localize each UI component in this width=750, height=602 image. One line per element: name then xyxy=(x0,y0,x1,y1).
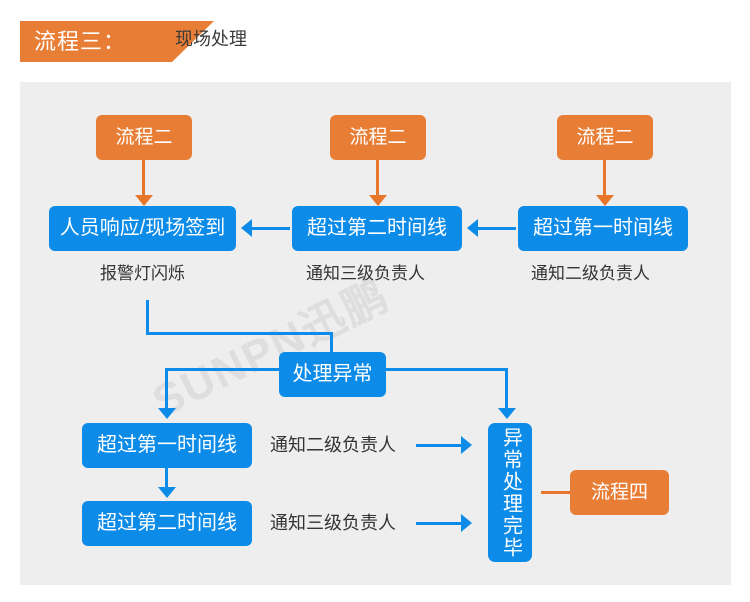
node-process-four[interactable]: 流程四 xyxy=(570,470,669,515)
connector-branch-right-vertical xyxy=(505,368,508,411)
connector-arrow-line xyxy=(142,160,145,197)
node-process-two-right[interactable]: 流程二 xyxy=(557,115,653,160)
connector-arrow-head xyxy=(158,408,176,419)
connector-branch-left-vertical xyxy=(165,368,168,411)
connector-arrow-head xyxy=(369,195,387,206)
node-exception-handling-complete[interactable]: 异常处理完毕 xyxy=(488,423,532,562)
header-banner-label: 流程三： xyxy=(34,28,127,54)
caption-notify-level-three-top: 通知三级负责人 xyxy=(306,264,425,283)
connector-elbow-vertical xyxy=(146,300,149,335)
caption-notify-level-two-top: 通知二级负责人 xyxy=(531,264,650,283)
connector-elbow-down xyxy=(330,332,333,359)
connector-elbow-horizontal xyxy=(146,332,333,335)
node-label: 流程二 xyxy=(576,126,634,148)
caption-alarm-light: 报警灯闪烁 xyxy=(100,264,185,283)
node-exceed-first-timeline-top[interactable]: 超过第一时间线 xyxy=(518,206,688,251)
caption-notify-level-two-bottom: 通知二级负责人 xyxy=(270,435,396,455)
connector-arrow-head xyxy=(498,408,516,419)
connector-arrow-line xyxy=(165,468,168,490)
connector-arrow-head xyxy=(461,514,472,532)
connector-arrow-head xyxy=(158,487,176,498)
connector-arrow-head xyxy=(461,436,472,454)
watermark-text: SUNPN迅鹏 xyxy=(145,270,397,427)
node-label: 流程二 xyxy=(349,126,407,148)
connector-arrow-line xyxy=(416,522,463,525)
node-label: 处理异常 xyxy=(292,363,373,385)
node-exceed-first-timeline-bottom[interactable]: 超过第一时间线 xyxy=(82,423,252,468)
node-personnel-response[interactable]: 人员响应/现场签到 xyxy=(49,206,236,251)
connector-arrow-head xyxy=(135,195,153,206)
node-label: 超过第一时间线 xyxy=(533,217,673,239)
node-label: 流程二 xyxy=(115,126,173,148)
node-label: 超过第二时间线 xyxy=(307,217,447,239)
node-label: 流程四 xyxy=(590,481,648,503)
header-banner: 流程三： xyxy=(20,21,172,62)
connector-arrow-line xyxy=(603,160,606,197)
node-process-two-left[interactable]: 流程二 xyxy=(96,115,192,160)
node-label: 超过第一时间线 xyxy=(97,434,237,456)
caption-notify-level-three-bottom: 通知三级负责人 xyxy=(270,513,396,533)
node-exceed-second-timeline-top[interactable]: 超过第二时间线 xyxy=(292,206,462,251)
connector-arrow-line xyxy=(541,491,580,494)
connector-arrow-head xyxy=(467,219,478,237)
node-label: 超过第二时间线 xyxy=(97,512,237,534)
header-banner-tail xyxy=(172,21,214,62)
connector-arrow-line xyxy=(416,444,463,447)
connector-arrow-line xyxy=(376,160,379,197)
header-subtitle: 现场处理 xyxy=(175,29,247,49)
connector-arrow-head xyxy=(596,195,614,206)
connector-arrow-line xyxy=(478,227,516,230)
diagram-panel: SUNPN迅鹏 流程二 流程二 流程二 人员响应/现场签到 超过第二时间线 超过… xyxy=(20,82,731,585)
node-process-two-mid[interactable]: 流程二 xyxy=(330,115,426,160)
connector-arrow-line xyxy=(252,227,290,230)
node-exceed-second-timeline-bottom[interactable]: 超过第二时间线 xyxy=(82,501,252,546)
node-label: 异常处理完毕 xyxy=(499,426,522,559)
connector-branch-left-horizontal xyxy=(165,368,281,371)
node-label: 人员响应/现场签到 xyxy=(59,217,226,239)
connector-branch-right-horizontal xyxy=(384,368,508,371)
node-handle-exception[interactable]: 处理异常 xyxy=(279,352,386,397)
connector-arrow-head xyxy=(241,219,252,237)
